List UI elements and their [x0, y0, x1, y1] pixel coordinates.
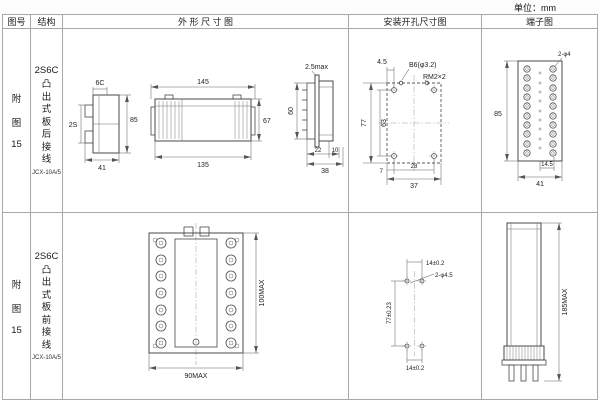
fig-no-row1: 附 图 15: [3, 29, 31, 213]
struct-char: 式: [41, 104, 52, 116]
terminal-drawing-row1: 2-φ4 85 14.5 41: [494, 52, 571, 188]
relay-side-profile: [501, 222, 547, 382]
dim-77: 77: [361, 119, 368, 127]
spec-table: 图号 结构 外 形 尺 寸 图 安装开孔尺寸图 端子图 附 图 15 2S6C …: [2, 14, 598, 400]
dim-185max: 185MAX: [562, 288, 569, 315]
terminal-block-dims: 2-φ4 85 14.5 41: [494, 52, 571, 188]
struct-char: 后: [41, 129, 52, 141]
struct-char: 接: [41, 327, 52, 339]
dim-2phi4: 2-φ4: [558, 52, 571, 58]
dim-63: 63: [381, 119, 388, 127]
struct-char: 前: [41, 314, 52, 326]
side-view-panel: [302, 74, 334, 148]
mount-cell-row1: 4.5 B6(φ3.2) RM2×2 77 63: [349, 29, 482, 213]
dim-14-5: 14.5: [541, 162, 553, 168]
struct-char: 式: [41, 289, 52, 301]
dim-85: 85: [130, 117, 138, 124]
fig-no-row2: 附 图 15: [3, 213, 31, 399]
model-title: 2S6C: [34, 65, 59, 77]
fig-char: 图: [11, 118, 22, 129]
mount-cell-row2: 14±0.2 2-φ4.5 77±0.23 14±0.2: [349, 213, 482, 399]
relay-side-dims: 185MAX: [541, 222, 569, 382]
front-view: [150, 94, 256, 142]
dim-28: 28: [411, 164, 418, 170]
dim-60: 60: [288, 107, 295, 115]
struct-char: 出: [41, 277, 52, 289]
dim-2s: 2S: [69, 122, 78, 129]
dim-145: 145: [197, 79, 209, 86]
dim-41: 41: [98, 165, 106, 172]
dim-14-top: 14±0.2: [426, 261, 445, 267]
dim-4-5: 4.5: [377, 59, 387, 66]
side-view-rear-dims: 6C 2S 85 41: [69, 80, 138, 172]
dim-22: 22: [315, 148, 322, 154]
cutout-dims: 4.5 B6(φ3.2) RM2×2 77 63: [361, 59, 446, 190]
dim-2phi45: 2-φ4.5: [435, 273, 453, 279]
header-mount-dims: 安装开孔尺寸图: [349, 15, 482, 29]
dim-2-5max: 2.5max: [305, 64, 328, 71]
hole-pattern: [401, 271, 428, 356]
mount-drawing-row1: 4.5 B6(φ3.2) RM2×2 77 63: [361, 59, 449, 190]
outline-drawing-row2: 100MAX 90MAX: [148, 223, 266, 380]
outline-drawing-row1: 6C 2S 85 41: [69, 64, 344, 175]
front-wiring-view: [148, 223, 244, 365]
dim-77-023: 77±0.23: [387, 302, 393, 324]
outline-cell-row2: 100MAX 90MAX: [63, 213, 349, 399]
terminal-cell-row2: 185MAX: [482, 213, 597, 399]
dim-38: 38: [321, 168, 329, 175]
dim-90max: 90MAX: [185, 373, 208, 380]
header-terminal-diagram: 端子图: [482, 15, 597, 29]
side-view-rear: [84, 94, 120, 154]
fig-char: 15: [11, 139, 22, 150]
header-outline-dims: 外 形 尺 寸 图: [63, 15, 349, 29]
hole-pattern-dims: 14±0.2 2-φ4.5 77±0.23 14±0.2: [387, 259, 453, 372]
dim-135: 135: [197, 162, 209, 169]
dim-41-terminal: 41: [536, 181, 544, 188]
dim-67: 67: [263, 118, 271, 125]
front-wiring-dims: 100MAX 90MAX: [148, 232, 266, 380]
mount-drawing-row2: 14±0.2 2-φ4.5 77±0.23 14±0.2: [387, 259, 453, 372]
terminal-cell-row1: 2-φ4 85 14.5 41: [482, 29, 597, 213]
outline-cell-row1: 6C 2S 85 41: [63, 29, 349, 213]
dim-37: 37: [410, 183, 418, 190]
structure-row2: 2S6C 凸 出 式 板 前 接 线 JCX-10A/5: [31, 213, 63, 399]
fig-char: 附: [11, 279, 22, 291]
dim-rm2x2: RM2×2: [423, 74, 446, 81]
struct-char: 凸: [41, 79, 52, 91]
terminal-block: [517, 60, 563, 162]
struct-char: 出: [41, 91, 52, 103]
relay-model: JCX-10A/5: [31, 169, 61, 176]
struct-char: 凸: [41, 264, 52, 276]
fig-char: 附: [11, 94, 22, 105]
struct-char: 线: [41, 154, 52, 166]
struct-char: 板: [41, 116, 52, 128]
struct-char: 接: [41, 141, 52, 153]
terminal-drawing-row2: 185MAX: [501, 222, 569, 382]
dim-6c: 6C: [96, 80, 105, 87]
dim-85-terminal: 85: [494, 111, 502, 118]
dim-7: 7: [380, 169, 384, 175]
dim-10: 10: [332, 148, 339, 154]
fig-char: 15: [11, 324, 22, 336]
relay-model: JCX-10A/5: [31, 355, 61, 362]
panel-cutout: [379, 75, 449, 171]
structure-row1: 2S6C 凸 出 式 板 后 接 线 JCX-10A/5: [31, 29, 63, 213]
header-fig-no: 图号: [3, 15, 31, 29]
fig-char: 图: [11, 303, 22, 315]
dim-b6: B6(φ3.2): [409, 62, 437, 69]
model-title: 2S6C: [34, 250, 59, 262]
dim-100max: 100MAX: [259, 279, 266, 306]
dim-14-bottom: 14±0.2: [406, 366, 425, 372]
header-structure: 结构: [31, 15, 63, 29]
side-view-panel-dims: 2.5max 60 22 10 38: [288, 64, 344, 175]
struct-char: 板: [41, 302, 52, 314]
front-view-dims: 145 67 135: [150, 79, 271, 169]
struct-char: 线: [41, 339, 52, 351]
